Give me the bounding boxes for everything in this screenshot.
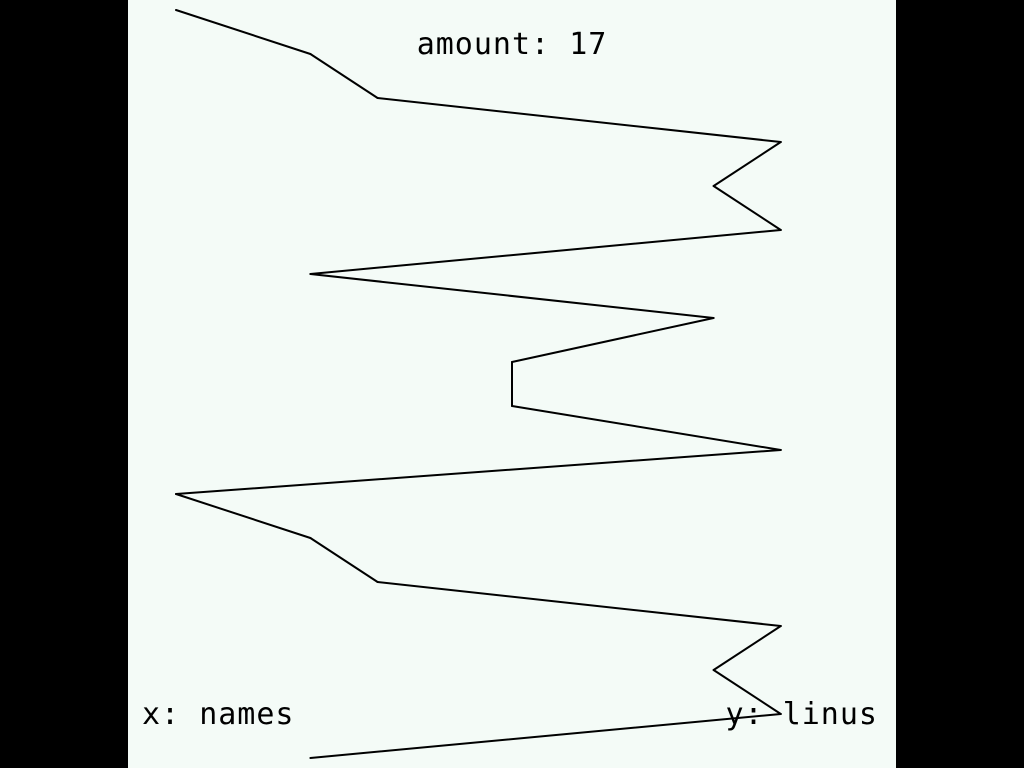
line-segment-9 bbox=[511, 405, 782, 451]
game-screen[interactable]: amount: 17 x: names y: linus bbox=[128, 0, 896, 768]
line-segment-10 bbox=[175, 449, 782, 495]
amount-value: 17 bbox=[569, 27, 608, 62]
line-segment-15 bbox=[712, 669, 782, 715]
x-axis-key: x: bbox=[142, 697, 181, 732]
line-segment-5 bbox=[309, 229, 782, 275]
line-segment-2 bbox=[376, 97, 782, 143]
line-segment-1 bbox=[309, 53, 379, 99]
line-plot bbox=[175, 9, 782, 759]
letterbox-left bbox=[0, 0, 128, 768]
y-axis-key: y: bbox=[725, 697, 764, 732]
x-axis-name: names bbox=[199, 697, 295, 732]
plot-segments bbox=[175, 9, 782, 759]
line-segment-13 bbox=[376, 581, 782, 627]
line-segment-12 bbox=[309, 537, 379, 583]
amount-label: amount: bbox=[416, 27, 551, 62]
line-segment-7 bbox=[511, 317, 715, 363]
y-axis-name: linus bbox=[782, 697, 878, 732]
letterbox-right bbox=[896, 0, 1024, 768]
line-segment-3 bbox=[712, 141, 782, 187]
y-axis-label: y: linus bbox=[726, 698, 879, 732]
line-segment-11 bbox=[175, 493, 312, 539]
line-segment-0 bbox=[175, 9, 312, 55]
line-segment-4 bbox=[712, 185, 782, 231]
amount-readout: amount: 17 bbox=[128, 28, 896, 62]
x-axis-label: x: names bbox=[142, 698, 295, 732]
line-segment-16 bbox=[309, 713, 782, 759]
line-segment-14 bbox=[712, 625, 782, 671]
line-segment-6 bbox=[309, 273, 715, 319]
